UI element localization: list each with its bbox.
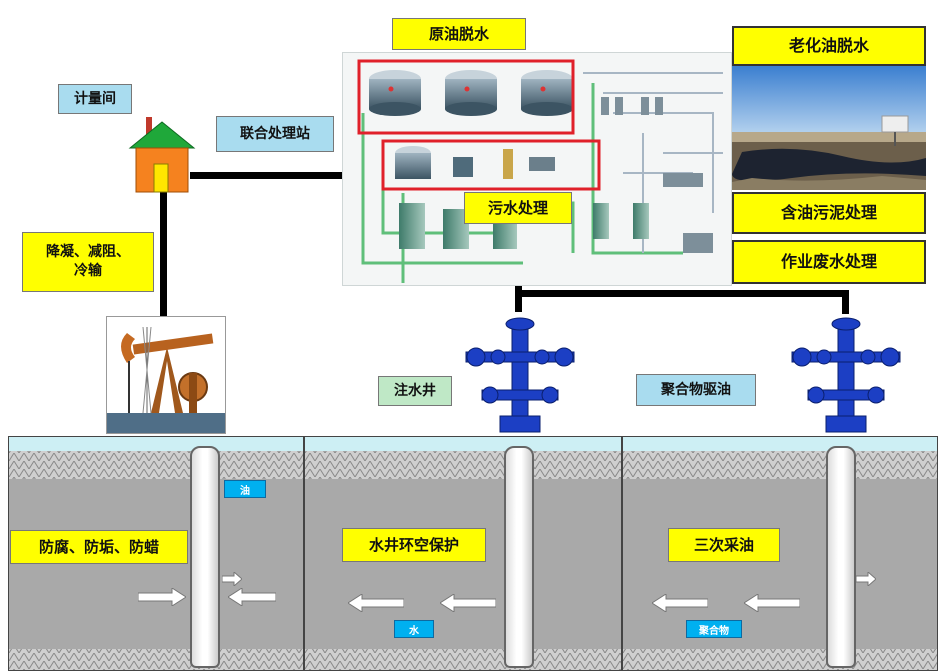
crude-dehydration-label: 原油脱水	[392, 18, 526, 50]
joint-station-label: 联合处理站	[216, 116, 334, 152]
arrow-right-out	[856, 572, 876, 586]
wellbore-production	[190, 446, 220, 668]
oil-tag: 油	[224, 480, 266, 498]
tertiary-recovery-label: 三次采油	[668, 528, 780, 562]
strata-panel-left	[8, 436, 304, 671]
strata-panel-right	[622, 436, 938, 671]
water-tag: 水	[394, 620, 434, 638]
pipe-house-to-pumpjack	[160, 190, 167, 318]
anti-corrosion-label: 防腐、防垢、防蜡	[10, 530, 188, 564]
arrow-middle-2	[440, 594, 496, 612]
process-diagram	[342, 52, 732, 286]
injection-wellhead	[462, 312, 578, 436]
arrow-right-1	[652, 594, 708, 612]
injection-well-label: 注水井	[378, 376, 452, 406]
polymer-tag: 聚合物	[686, 620, 742, 638]
arrow-left-panel-in-left	[138, 588, 186, 606]
metering-room-label: 计量间	[58, 84, 132, 114]
sewage-treatment-label: 污水处理	[464, 192, 572, 224]
polymer-flooding-label: 聚合物驱油	[636, 374, 756, 406]
annulus-protection-label: 水井环空保护	[342, 528, 486, 562]
polymer-wellhead	[788, 312, 904, 436]
pour-point-text: 降凝、减阻、 冷输	[46, 244, 130, 279]
pump-jack-image	[106, 316, 226, 434]
arrow-right-2	[744, 594, 800, 612]
wellbore-injection	[504, 446, 534, 668]
work-wastewater-label: 作业废水处理	[732, 240, 926, 284]
arrow-out-left-1	[222, 572, 242, 586]
aged-oil-dehydration-label: 老化油脱水	[732, 26, 926, 66]
sludge-pond-photo	[732, 66, 926, 190]
metering-room-house	[128, 112, 196, 194]
arrow-left-panel-in-right	[228, 588, 276, 606]
pipe-house-to-station	[190, 172, 342, 179]
pipe-to-polymer-well	[515, 290, 847, 297]
wellbore-polymer	[826, 446, 856, 668]
pipe-station-down	[515, 262, 522, 312]
pour-point-label: 降凝、减阻、 冷输	[22, 232, 154, 292]
oily-sludge-label: 含油污泥处理	[732, 192, 926, 234]
strata-panel-middle	[304, 436, 622, 671]
pipe-polymer-well-down	[842, 290, 849, 314]
arrow-middle-1	[348, 594, 404, 612]
